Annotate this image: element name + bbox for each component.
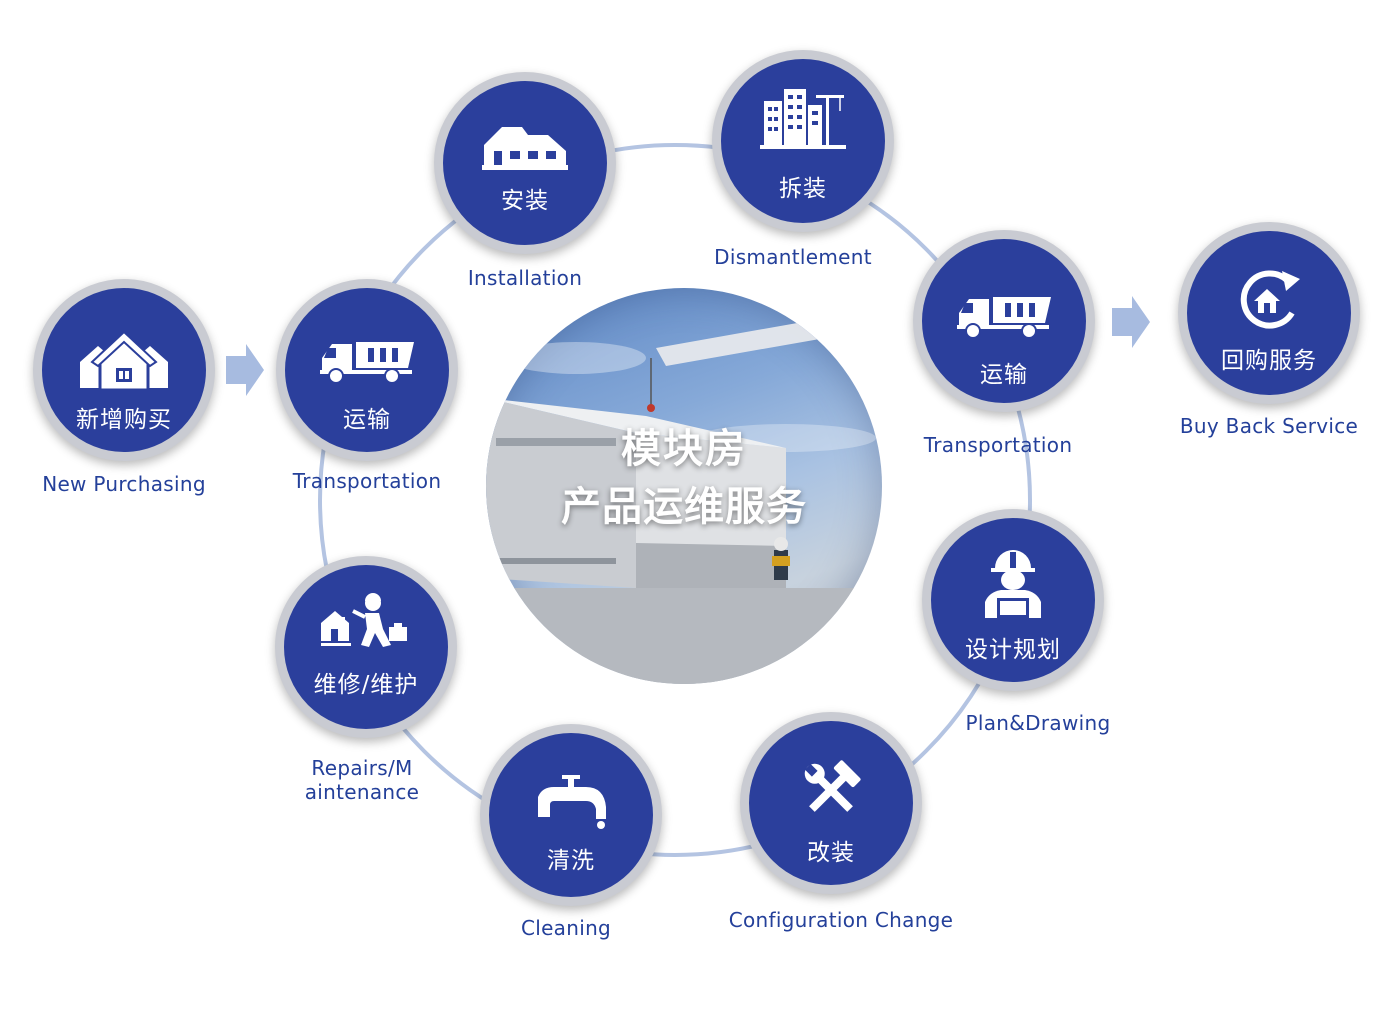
node-plan-drawing[interactable]: 设计规划 (922, 509, 1104, 691)
node-label-en: Cleaning (520, 916, 612, 940)
repair-worker-icon (321, 593, 407, 647)
node-label-en: Configuration Change (728, 908, 954, 932)
node-label-en: Transportation (292, 469, 442, 493)
center-title-line2: 产品运维服务 (561, 484, 807, 530)
houses-icon (80, 332, 168, 392)
center-photo: 模块房 产品运维服务 (486, 288, 882, 684)
node-transportation-right[interactable]: 运输 (913, 230, 1095, 412)
node-repairs[interactable]: 维修/维护 (275, 556, 457, 738)
node-label-cn: 运输 (343, 407, 391, 433)
node-label-en-line1: Repairs/M (311, 756, 413, 780)
node-dismantlement[interactable]: 拆装 (712, 50, 894, 232)
house-refresh-icon (1240, 270, 1300, 329)
buildings-crane-icon (760, 89, 846, 149)
node-transportation-left[interactable]: 运输 (276, 279, 458, 461)
node-label-cn: 拆装 (779, 176, 827, 202)
node-label-cn: 新增购买 (76, 407, 172, 433)
node-label-en: Buy Back Service (1179, 414, 1359, 438)
arrow-right-icon (1112, 296, 1150, 348)
engineer-icon (985, 550, 1041, 618)
center-title-line1: 模块房 (621, 426, 747, 472)
node-installation[interactable]: 安装 (434, 72, 616, 254)
node-label-en: New Purchasing (42, 472, 206, 496)
node-label-en: Repairs/M aintenance (262, 756, 462, 804)
node-label-en-line2: aintenance (304, 780, 420, 804)
node-label-cn: 运输 (980, 362, 1028, 388)
node-new-purchasing[interactable]: 新增购买 (33, 279, 215, 461)
node-label-en: Installation (467, 266, 583, 290)
node-label-cn: 回购服务 (1221, 348, 1317, 374)
node-buy-back[interactable]: 回购服务 (1178, 222, 1360, 404)
node-configuration-change[interactable]: 改装 (740, 712, 922, 894)
faucet-icon (538, 775, 606, 829)
truck-icon (957, 297, 1051, 339)
node-label-en: Transportation (923, 433, 1073, 457)
truck-icon (320, 342, 414, 384)
modular-building-photo (486, 308, 882, 684)
tools-icon (804, 760, 861, 812)
node-cleaning[interactable]: 清洗 (480, 724, 662, 906)
house-icon (482, 127, 568, 170)
node-label-cn: 维修/维护 (313, 672, 419, 698)
node-label-cn: 清洗 (547, 848, 595, 874)
arrow-right-icon (226, 344, 264, 396)
node-label-cn: 改装 (807, 840, 855, 866)
node-label-en: Plan&Drawing (965, 711, 1111, 735)
node-label-cn: 安装 (501, 188, 549, 214)
node-label-en: Dismantlement (714, 245, 872, 269)
node-label-cn: 设计规划 (965, 637, 1061, 663)
